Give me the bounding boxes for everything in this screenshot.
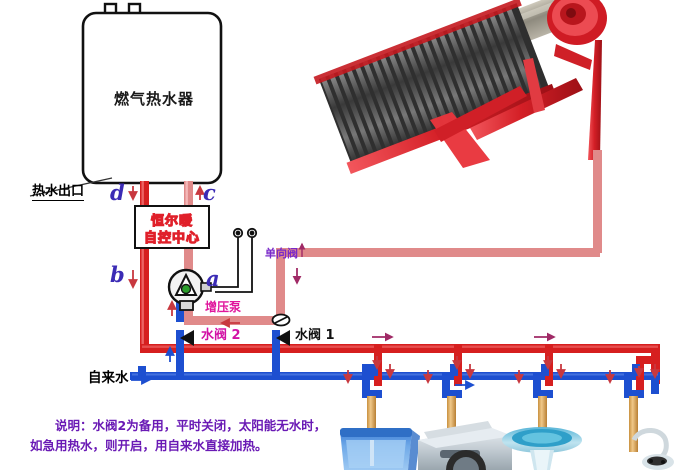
gas-heater-label: 燃气热水器: [114, 90, 195, 108]
pipe-c-riser: [184, 181, 193, 280]
sensor-wires: [211, 227, 258, 293]
return-main-line: [184, 150, 602, 325]
hot-outlet-leader-line: [29, 177, 113, 197]
caption-line-2: 如急用热水，则开启，用自来水直接加热。: [30, 438, 268, 453]
fixture-wash-basin: [502, 427, 582, 470]
fixture-bathtub: [340, 428, 420, 470]
pipe-d-riser: [140, 181, 149, 352]
fixture-shower-head: [631, 428, 674, 470]
control-center-box[interactable]: 恒尔暖 自控中心: [134, 205, 210, 249]
hot-water-outlet-label: 热水出口: [32, 180, 85, 201]
node-label-b: b: [110, 262, 125, 287]
fixture-drop-tubes: [367, 396, 638, 452]
check-valve-symbol: [271, 313, 291, 327]
gas-water-heater-body: [81, 2, 223, 185]
valve-1-symbol: [276, 330, 290, 346]
valve-1-label: 水阀 1: [295, 328, 335, 343]
fixture-washing-machine: [418, 421, 512, 470]
control-center-brand: 恒尔暖: [150, 213, 193, 229]
valve-2-label: 水阀 2: [201, 328, 241, 343]
booster-pump: [167, 268, 212, 311]
flow-arrows: [128, 185, 660, 390]
node-label-a: a: [206, 266, 220, 291]
control-center-subtitle: 自控中心: [143, 230, 200, 246]
valve-2-symbol: [180, 330, 194, 346]
booster-pump-label: 增压泵: [205, 300, 242, 314]
node-label-c: c: [203, 180, 216, 205]
cold-water-main: [130, 300, 660, 394]
node-label-d: d: [110, 180, 125, 205]
caption-line-1: 说明：水阀2为备用，平时关闭，太阳能无水时，: [55, 418, 327, 433]
tap-water-label: 自来水: [88, 370, 129, 386]
solar-water-heater: [313, 0, 607, 174]
check-valve-label: 单向阀: [265, 248, 298, 260]
